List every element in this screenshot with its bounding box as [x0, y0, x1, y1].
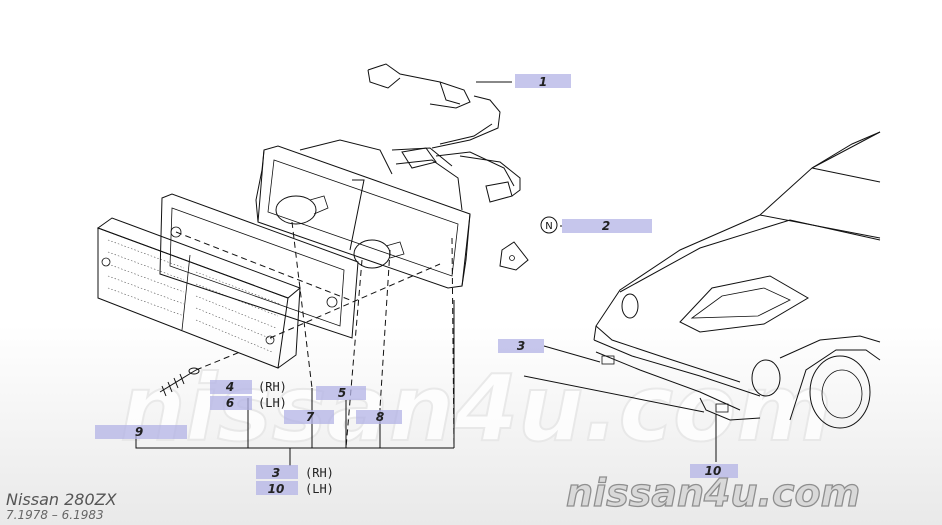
- callout-3-car: 3: [498, 339, 544, 353]
- callout-3-car-number: 3: [517, 339, 525, 353]
- callout-10-bottom-side: (LH): [305, 482, 334, 496]
- bulbs: [275, 195, 405, 269]
- callout-2: 2: [562, 219, 652, 233]
- model-name: Nissan 280ZX: [6, 490, 118, 509]
- screw: [159, 367, 200, 397]
- callout-3-bottom-side: (RH): [305, 466, 334, 480]
- callout-3-bottom-number: 3: [272, 466, 280, 480]
- callout-8-number: 8: [376, 410, 384, 424]
- callout-7: 7: [284, 410, 334, 424]
- callout-3-10-bottom: 3 (RH) 10 (LH): [256, 465, 334, 496]
- callout-2-number: 2: [602, 219, 610, 233]
- guide-lines: [175, 221, 455, 449]
- site-logo: nissan4u.com: [566, 471, 860, 515]
- lens-assembly: [96, 217, 301, 369]
- gasket: [159, 193, 359, 339]
- callout-5: 5: [316, 386, 366, 400]
- callout-1: 1: [515, 74, 571, 89]
- watermark-text: nissan4u.com: [120, 355, 832, 462]
- nut-symbol: N: [545, 221, 552, 232]
- socket-harness: [367, 63, 521, 203]
- callout-9-number: 9: [135, 425, 143, 439]
- callout-4-6: 4 (RH) 6 (LH): [210, 380, 287, 410]
- callout-10-car: 10: [690, 464, 738, 478]
- production-dates: 7.1978 – 6.1983: [6, 508, 104, 522]
- callout-7-number: 7: [306, 410, 315, 424]
- callout-9: 9: [95, 425, 187, 439]
- lamp-housing: [255, 139, 471, 289]
- callout-6-side: (LH): [258, 396, 287, 410]
- callout-10-bottom-number: 10: [268, 482, 285, 496]
- callout-4-side: (RH): [258, 380, 287, 394]
- callout-6-number: 6: [226, 396, 234, 410]
- callout-4-number: 4: [225, 380, 234, 394]
- callout-10-car-number: 10: [705, 464, 722, 478]
- callout-5-number: 5: [338, 386, 346, 400]
- car-front-view: [523, 131, 881, 462]
- nut-clip: N: [499, 216, 558, 271]
- callout-8: 8: [356, 410, 402, 424]
- callout-1-number: 1: [539, 75, 547, 89]
